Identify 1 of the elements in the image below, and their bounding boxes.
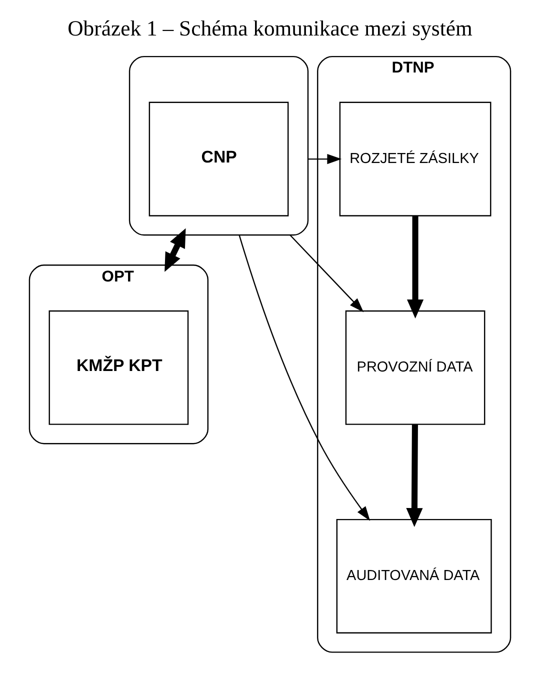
diagram-title: Obrázek 1 – Schéma komunikace mezi systém — [67, 16, 472, 40]
